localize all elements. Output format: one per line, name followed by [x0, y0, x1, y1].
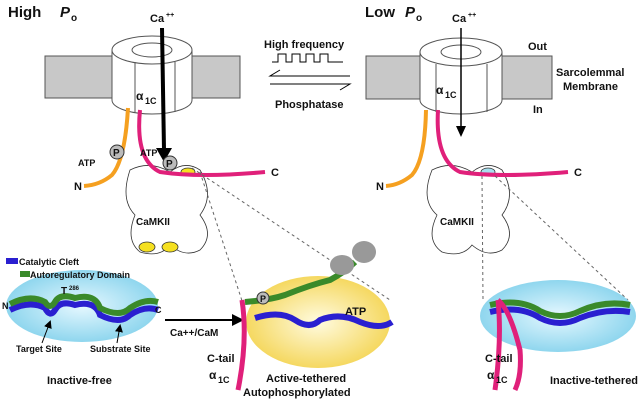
active-tethered-label: Active-tethered	[266, 373, 346, 385]
camkii-label: CaMKII	[440, 217, 474, 228]
svg-text:Phosphatase: Phosphatase	[275, 99, 343, 111]
left-camkii	[125, 165, 208, 255]
svg-text:o: o	[71, 13, 77, 24]
alpha1c-label: α 1C	[136, 89, 157, 106]
svg-text:++: ++	[468, 12, 476, 19]
c-tail-label: C-tail	[207, 353, 235, 365]
svg-text:Low: Low	[365, 4, 395, 21]
svg-text:286: 286	[69, 286, 80, 292]
ca-label: Ca ++	[150, 12, 174, 25]
high-po-title: High P o	[8, 4, 77, 24]
calmodulin-icon	[330, 241, 376, 275]
low-po-title: Low P o	[365, 4, 422, 24]
svg-text:α: α	[209, 368, 217, 382]
membrane-segment	[365, 55, 423, 100]
svg-text:P: P	[60, 4, 71, 21]
legend-swatch-autoregulatory	[20, 271, 30, 277]
svg-text:Ca: Ca	[452, 13, 467, 25]
legend-catalytic-label: Catalytic Cleft	[19, 257, 79, 267]
svg-text:T: T	[61, 286, 67, 297]
legend: Catalytic Cleft Autoregulatory Domain	[6, 257, 130, 280]
svg-text:1C: 1C	[218, 375, 230, 385]
transition: High frequency Phosphatase	[264, 39, 352, 111]
c-tail-label: C-tail	[485, 353, 513, 365]
ca-cam-label: Ca++/CaM	[170, 328, 218, 339]
phosphate-icon: P	[109, 144, 125, 160]
square-wave-icon	[272, 53, 343, 63]
svg-text:N: N	[2, 301, 9, 311]
ca-label: Ca ++	[452, 12, 476, 25]
inactive-free-label: Inactive-free	[47, 375, 112, 387]
svg-text:P: P	[405, 4, 416, 21]
svg-text:C: C	[155, 305, 162, 315]
orange-strand	[83, 107, 130, 188]
right-channel: α 1C Ca ++ Out Sarcolemmal Membrane In	[365, 12, 624, 137]
svg-text:High frequency: High frequency	[264, 39, 345, 51]
autophosphorylated-label: Autophosphorylated	[243, 387, 351, 399]
n-terminus-label: N	[376, 181, 384, 193]
c-terminus-label: C	[574, 167, 582, 179]
alpha1c-label: α 1C	[436, 83, 457, 100]
svg-text:Ca: Ca	[150, 13, 165, 25]
inactive-free-kinase: N C T 286 Target Site Substrate Site Ina…	[2, 270, 162, 387]
phosphate-icon: P	[256, 291, 270, 305]
atp-label: ATP	[78, 158, 95, 168]
out-label: Out	[528, 41, 547, 53]
magenta-strand	[435, 109, 569, 177]
membrane-label: Membrane	[563, 81, 618, 93]
active-tethered-kinase: P ATP C-tail α 1C Active-tethered Autoph…	[207, 241, 394, 399]
svg-text:α: α	[136, 89, 144, 103]
svg-text:++: ++	[166, 12, 174, 19]
inactive-tethered-kinase: C-tail α 1C Inactive-tethered	[480, 280, 638, 392]
svg-text:High: High	[8, 4, 41, 21]
atp-label: ATP	[140, 148, 157, 158]
svg-text:P: P	[166, 159, 173, 170]
svg-text:P: P	[260, 294, 266, 304]
zoom-lines	[191, 167, 629, 311]
svg-text:Substrate Site: Substrate Site	[90, 344, 151, 354]
svg-text:o: o	[416, 13, 422, 24]
svg-text:α: α	[436, 83, 444, 97]
left-channel: α 1C Ca ++	[44, 12, 241, 162]
svg-text:Target Site: Target Site	[16, 344, 62, 354]
c-tail-strand	[492, 298, 523, 392]
legend-autoregulatory-label: Autoregulatory Domain	[30, 270, 130, 280]
membrane-label: Sarcolemmal	[556, 67, 624, 79]
membrane-segment	[44, 55, 121, 99]
svg-text:1C: 1C	[496, 375, 508, 385]
right-camkii	[426, 165, 510, 255]
magenta-strand	[137, 109, 266, 177]
svg-text:1C: 1C	[145, 96, 157, 106]
membrane-segment	[499, 55, 553, 100]
phosphate-icon: P	[162, 155, 178, 171]
orange-strand	[385, 109, 428, 188]
legend-swatch-catalytic	[6, 258, 18, 264]
svg-text:α: α	[487, 368, 495, 382]
camkii-label: CaMKII	[136, 217, 170, 228]
c-terminus-label: C	[271, 167, 279, 179]
n-terminus-label: N	[74, 181, 82, 193]
svg-text:P: P	[113, 148, 120, 159]
c-tail-strand	[235, 299, 247, 391]
svg-text:1C: 1C	[445, 90, 457, 100]
forward-arrow	[270, 83, 352, 91]
svg-text:ATP: ATP	[345, 306, 366, 318]
in-label: In	[533, 104, 543, 116]
ca-influx-arrow	[160, 27, 166, 151]
reverse-arrow	[268, 69, 350, 77]
inactive-tethered-label: Inactive-tethered	[550, 375, 638, 387]
